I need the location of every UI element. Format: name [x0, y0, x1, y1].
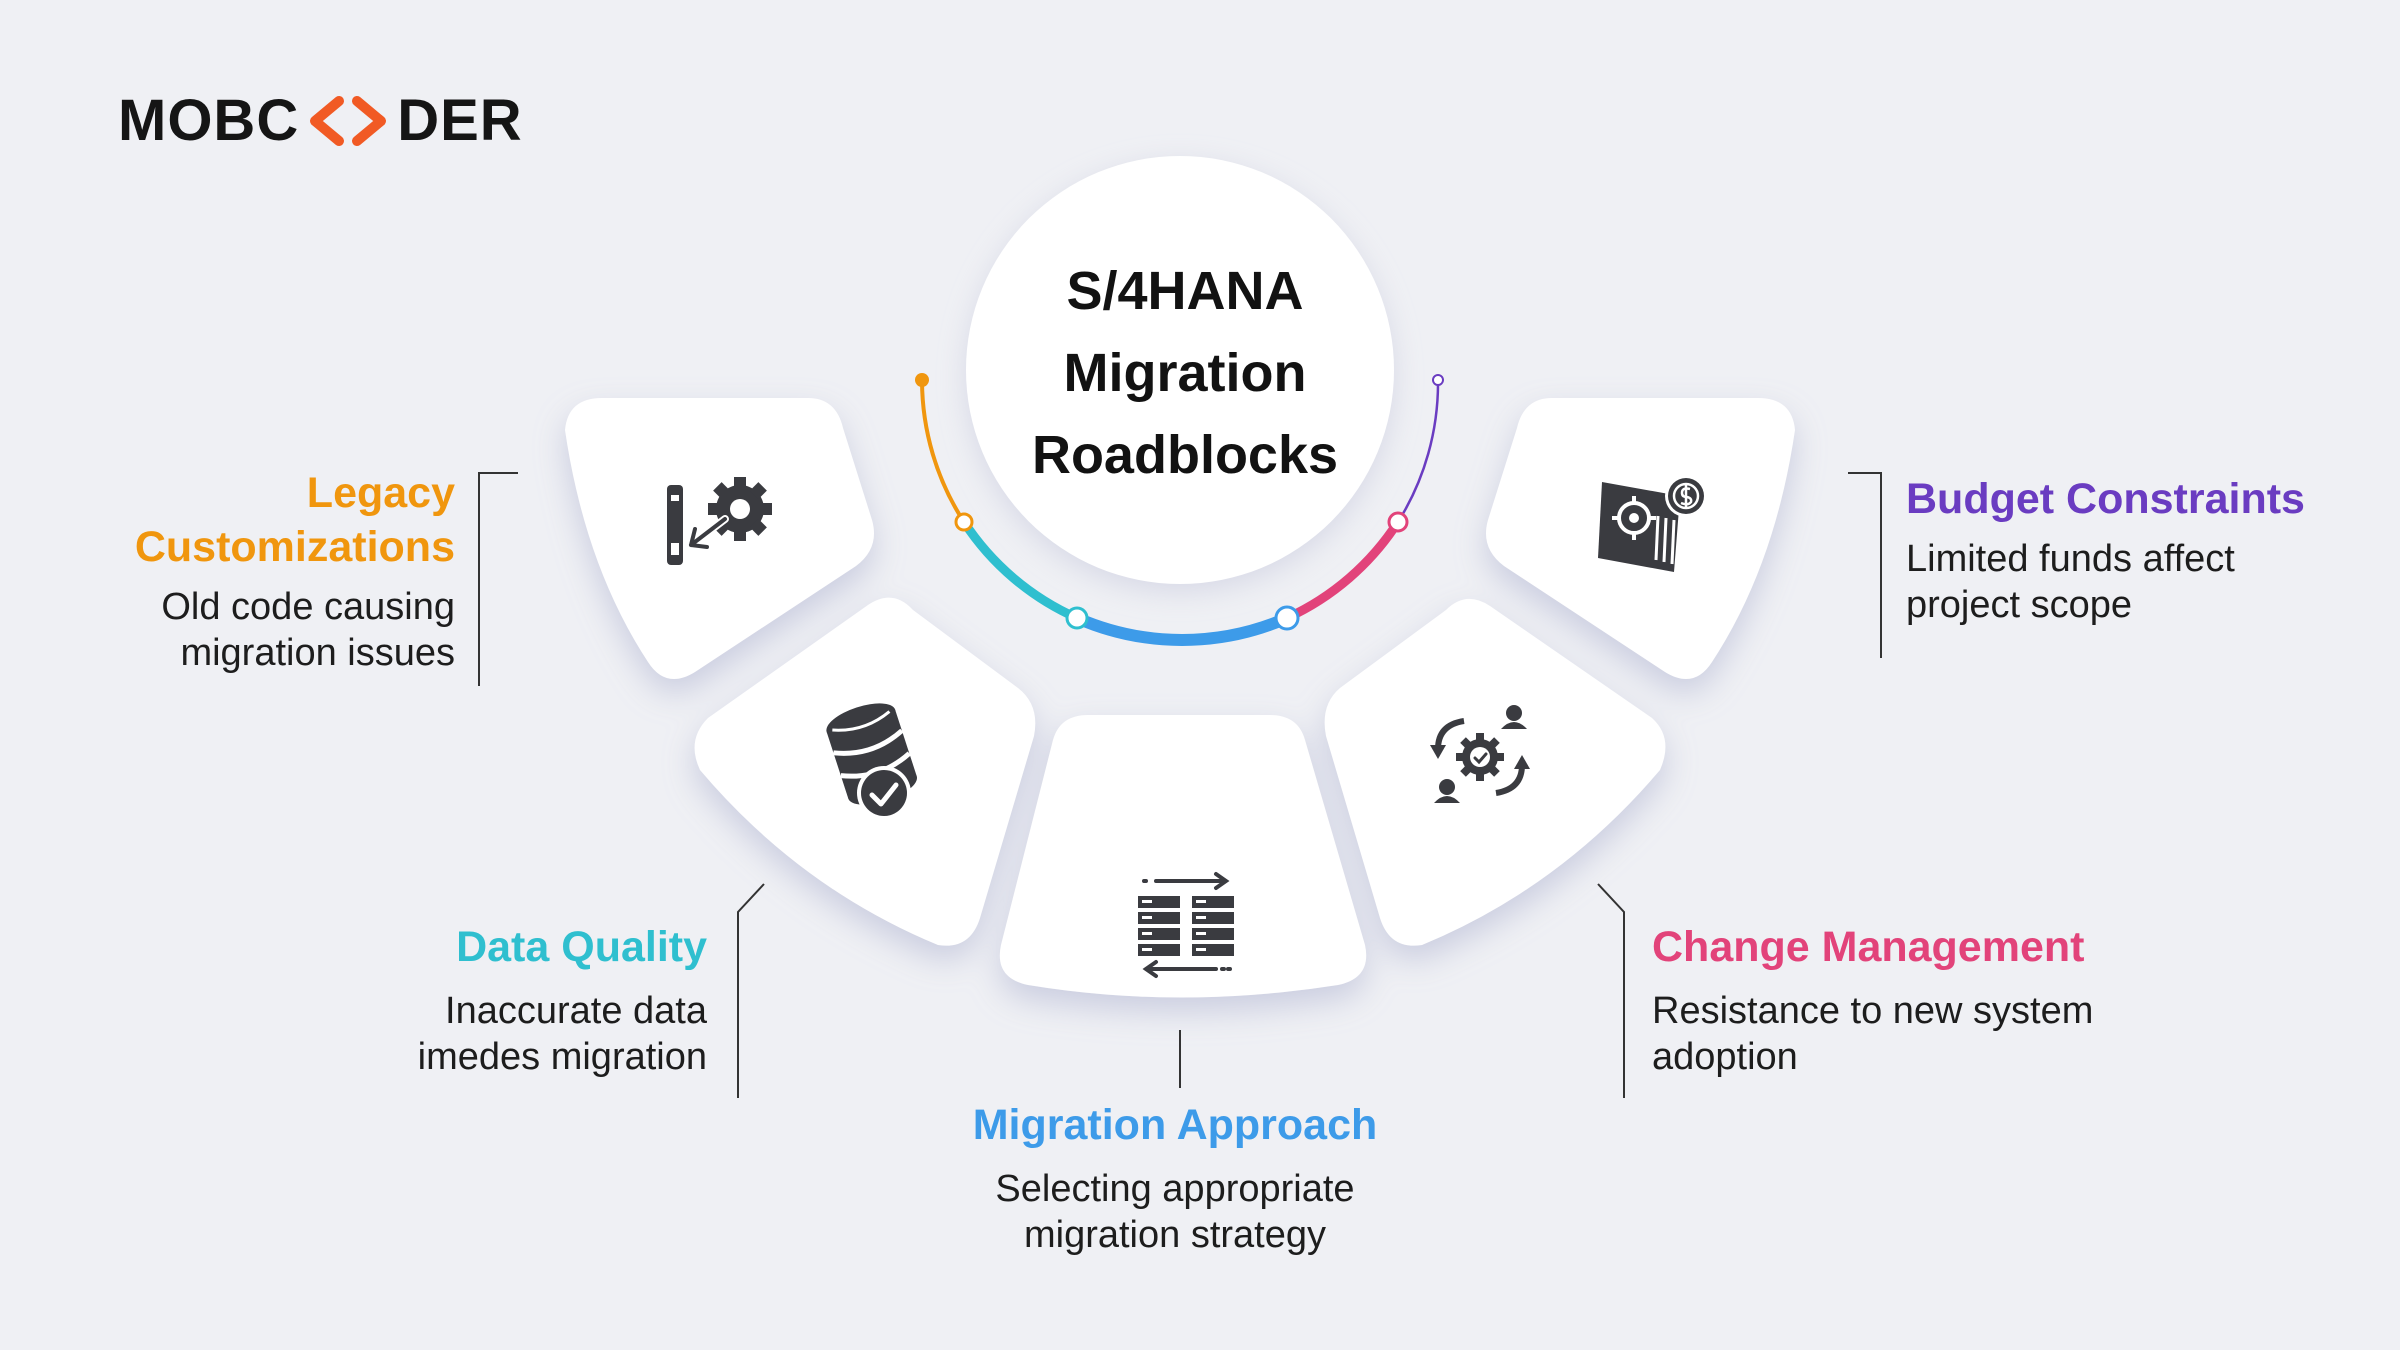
title-line-3: Roadblocks: [1031, 425, 1339, 485]
progress-arc: [920, 378, 1440, 646]
arc-dot-change: [1274, 605, 1300, 631]
diagram-title: S/4HANA Migration Roadblocks: [970, 250, 1400, 496]
migration-approach-desc-line2: migration strategy: [1023, 1214, 1326, 1256]
data-transfer-icon: [1138, 872, 1234, 978]
budget-desc-line1: Limited funds affect: [1906, 538, 2235, 580]
legacy-title-line1: Legacy: [306, 469, 455, 517]
legacy-title-line2: Customizations: [134, 523, 455, 571]
change-management-title: Change Management: [1652, 923, 2085, 971]
migration-approach-desc-line1: Selecting appropriate: [995, 1168, 1355, 1210]
data-quality-desc-line2: imedes migration: [417, 1036, 707, 1078]
title-line-2: Migration: [1063, 343, 1307, 403]
change-management-desc-line1: Resistance to new system: [1652, 990, 2094, 1032]
card-legacy: [565, 398, 874, 680]
roadblock-change-management: Change Management Resistance to new syst…: [1652, 920, 2172, 1080]
budget-document-icon: [1598, 475, 1707, 572]
legacy-desc-line2: migration issues: [180, 632, 455, 674]
migration-approach-title: Migration Approach: [972, 1101, 1378, 1149]
roadblock-migration-approach: Migration Approach Selecting appropriate…: [960, 1098, 1390, 1258]
legacy-desc-line1: Old code causing: [161, 586, 455, 628]
change-management-desc-line2: adoption: [1652, 1036, 1798, 1078]
logo-text-start: MOBC: [118, 88, 300, 153]
data-quality-title: Data Quality: [456, 923, 707, 971]
title-circle: [966, 156, 1394, 584]
database-check-icon: [826, 703, 918, 820]
code-brackets-icon: [310, 96, 387, 146]
title-line-1: S/4HANA: [1066, 261, 1304, 321]
arc-dot-data-quality: [954, 512, 974, 532]
budget-desc-line2: project scope: [1906, 584, 2133, 626]
arc-dot-budget: [1387, 511, 1409, 533]
arc-dot-migration: [1065, 606, 1089, 630]
brand-logo: MOBC DER: [118, 92, 523, 150]
roadblock-legacy: Legacy Customizations Old code causing m…: [25, 466, 455, 676]
data-quality-desc-line1: Inaccurate data: [445, 990, 707, 1032]
roadblock-budget: Budget Constraints Limited funds affect …: [1906, 472, 2366, 628]
arc-dot-end: [1432, 374, 1444, 386]
people-gear-cycle-icon: [1430, 705, 1530, 803]
budget-title: Budget Constraints: [1906, 475, 2305, 523]
roadblock-data-quality: Data Quality Inaccurate data imedes migr…: [277, 920, 707, 1080]
logo-text-end: DER: [397, 88, 523, 153]
card-migration-approach: [999, 715, 1367, 998]
connector-lines: [478, 472, 1882, 1098]
arc-dot-legacy: [915, 373, 929, 387]
